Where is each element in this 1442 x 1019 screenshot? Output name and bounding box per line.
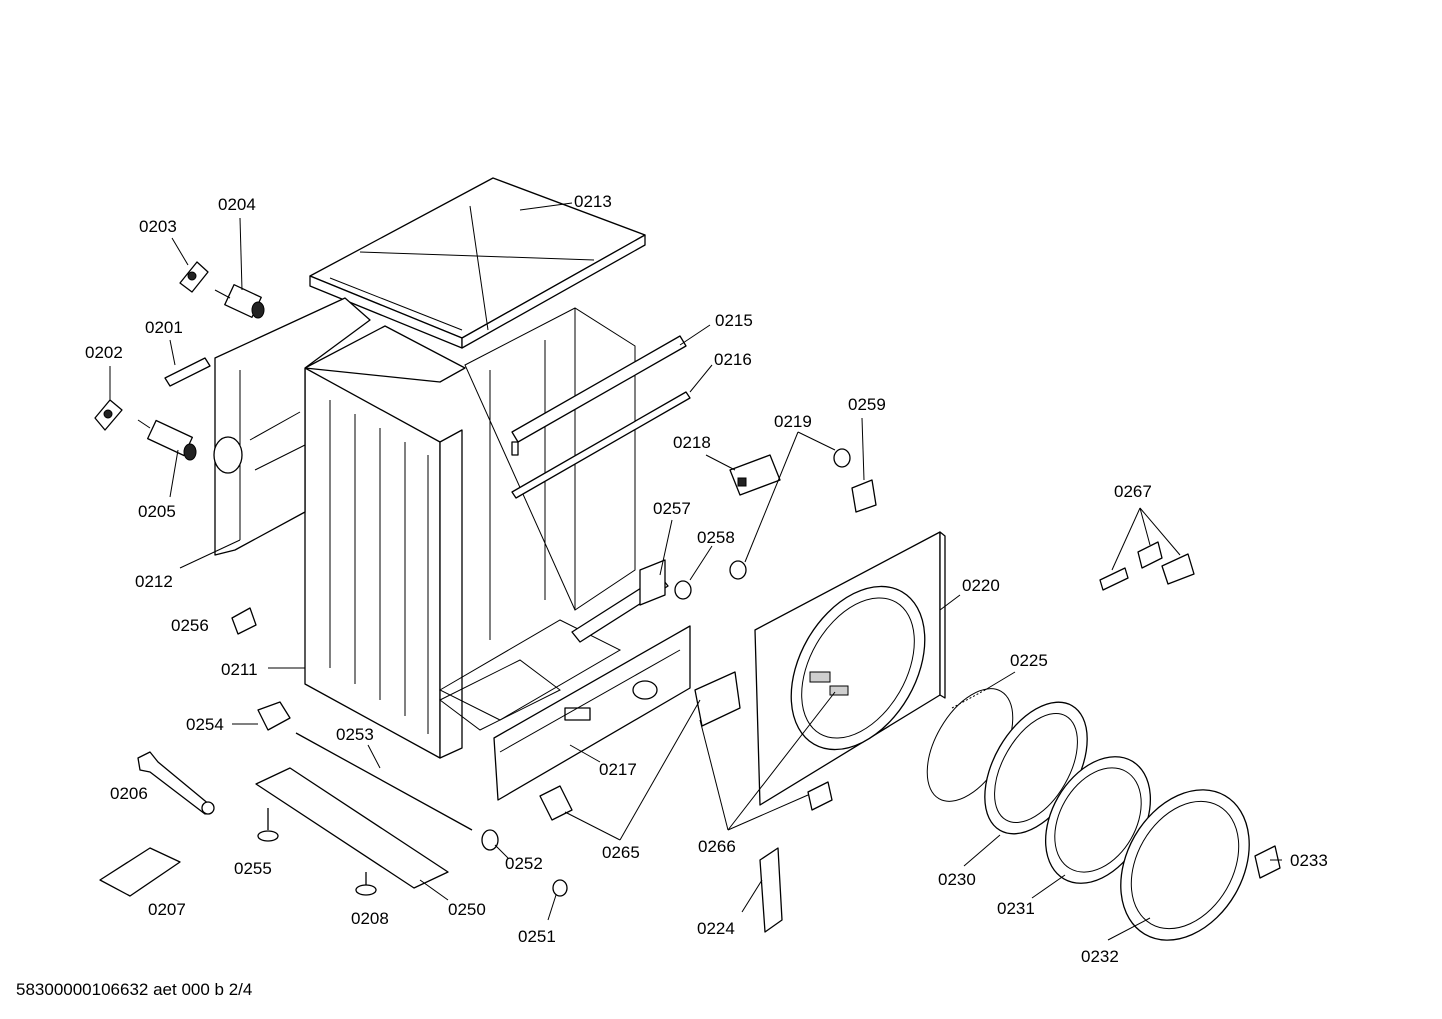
part-0265-bracket <box>539 785 573 821</box>
part-0257-bracket <box>571 559 669 643</box>
part-0216-rail <box>511 391 691 499</box>
label-0254: 0254 <box>186 715 224 734</box>
part-0256-clip <box>231 607 257 635</box>
label-0225: 0225 <box>1010 651 1048 670</box>
label-0215: 0215 <box>715 311 753 330</box>
label-0256: 0256 <box>171 616 209 635</box>
part-0251-plug <box>552 879 568 897</box>
label-0217: 0217 <box>599 760 637 779</box>
part-0231-door-glass <box>1044 756 1152 884</box>
part-0232-door-frame <box>1120 789 1250 941</box>
label-0250: 0250 <box>448 900 486 919</box>
part-0202-clip <box>94 399 123 431</box>
part-0255-foot <box>257 808 279 842</box>
part-0218-lock <box>729 454 781 496</box>
part-0266-bracket <box>694 671 833 811</box>
part-0258-grommet <box>674 580 692 600</box>
label-0208: 0208 <box>351 909 389 928</box>
part-0250-film <box>255 767 449 889</box>
part-0213-top-cover <box>309 177 646 349</box>
label-0231: 0231 <box>997 899 1035 918</box>
label-0201: 0201 <box>145 318 183 337</box>
part-0212-side-panel <box>213 297 371 556</box>
label-0232: 0232 <box>1081 947 1119 966</box>
leader-lines <box>109 202 1282 941</box>
label-0230: 0230 <box>938 870 976 889</box>
part-0233-cover <box>1254 845 1281 879</box>
part-0201-clip <box>164 357 211 387</box>
label-0206: 0206 <box>110 784 148 803</box>
label-0258: 0258 <box>697 528 735 547</box>
label-0220: 0220 <box>962 576 1000 595</box>
label-0213: 0213 <box>574 192 612 211</box>
part-0267-switch-parts <box>1099 541 1195 591</box>
label-0205: 0205 <box>138 502 176 521</box>
part-0204-valve <box>214 284 265 319</box>
part-labels: 0203 0204 0201 0202 0205 0212 0256 0211 … <box>85 192 1328 966</box>
label-0202: 0202 <box>85 343 123 362</box>
part-0254-foot <box>257 701 291 731</box>
part-0203-clip <box>179 261 209 293</box>
part-0217-front-bracket <box>493 625 691 801</box>
part-0252-cap <box>481 829 499 851</box>
part-0259-catch <box>851 479 877 513</box>
part-0208-foot <box>355 872 377 896</box>
document-footer-id: 58300000106632 aet 000 b 2/4 <box>16 980 253 999</box>
label-0211: 0211 <box>221 660 258 679</box>
label-0253: 0253 <box>336 725 374 744</box>
label-0257: 0257 <box>653 499 691 518</box>
label-0233: 0233 <box>1290 851 1328 870</box>
part-0219-clip <box>729 448 851 580</box>
label-0212: 0212 <box>135 572 173 591</box>
label-0203: 0203 <box>139 217 177 236</box>
part-0205-valve <box>137 419 197 461</box>
part-0253-rod <box>295 732 473 831</box>
label-0259: 0259 <box>848 395 886 414</box>
part-0206-wrench <box>137 751 215 815</box>
label-0216: 0216 <box>714 350 752 369</box>
label-0207: 0207 <box>148 900 186 919</box>
part-0220-front-panel <box>754 531 946 806</box>
label-0219: 0219 <box>774 412 812 431</box>
label-0266: 0266 <box>698 837 736 856</box>
label-0265: 0265 <box>602 843 640 862</box>
label-0218: 0218 <box>673 433 711 452</box>
label-0251: 0251 <box>518 927 556 946</box>
label-0252: 0252 <box>505 854 543 873</box>
label-0204: 0204 <box>218 195 256 214</box>
label-0267: 0267 <box>1114 482 1152 501</box>
part-0224-hinge <box>759 847 783 933</box>
part-0215-rail <box>511 335 687 456</box>
label-0224: 0224 <box>697 919 735 938</box>
label-0255: 0255 <box>234 859 272 878</box>
part-0207-transport-bracket <box>99 847 181 897</box>
